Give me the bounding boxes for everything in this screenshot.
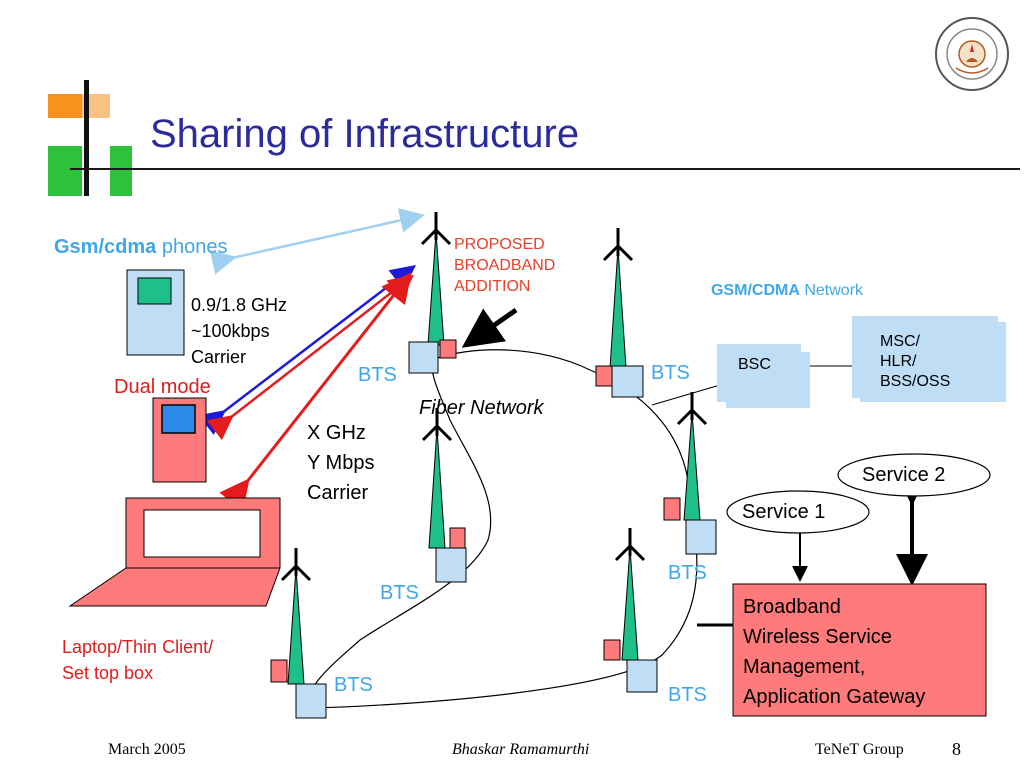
orange-block: [48, 94, 82, 118]
laptop-label-line: Laptop/Thin Client/: [62, 637, 214, 657]
msc-label-line: HLR/: [880, 353, 917, 370]
gateway-label: Broadband Wireless Service Management, A…: [743, 592, 925, 712]
fiber-bsc-link: [651, 384, 721, 406]
laptop-label-line: Set top box: [62, 663, 154, 683]
proposed-label-line: ADDITION: [454, 278, 531, 295]
bsc-label: BSC: [738, 356, 771, 373]
tower-bottom-right: [603, 528, 658, 693]
bsc-box: [717, 344, 801, 402]
msc-label: MSC/ HLR/ BSS/OSS: [880, 332, 950, 392]
tower-mid-right: [663, 392, 717, 555]
msc-box: [852, 316, 998, 398]
tower-proposed: [408, 212, 457, 374]
iit-logo: [934, 16, 1010, 92]
gateway-label-line: Wireless Service: [743, 626, 892, 648]
tower-bottom-left: [270, 548, 327, 719]
fiber-network-label: Fiber Network: [419, 397, 544, 419]
laptop-red-link: [219, 272, 412, 512]
gsm-phones-heading-bold: Gsm/cdma: [54, 236, 157, 258]
dual-mode-phone: [152, 397, 207, 483]
service1-ellipse: [726, 490, 870, 534]
gsm-network-heading-normal: Network: [799, 282, 864, 299]
bts-label: BTS: [358, 364, 397, 386]
bts-label: BTS: [651, 362, 690, 384]
title-vertical-bar: [84, 80, 89, 196]
proposed-label: PROPOSED BROADBAND ADDITION: [454, 234, 555, 297]
gsm-carrier-label: 0.9/1.8 GHz ~100kbps Carrier: [191, 292, 287, 370]
page-number: 8: [952, 739, 961, 759]
bts-label: BTS: [668, 562, 707, 584]
dual-mode-label: Dual mode: [114, 376, 211, 398]
green-block-right: [110, 146, 132, 196]
broadband-carrier-label: X GHz Y Mbps Carrier: [307, 418, 374, 508]
gsm-phone: [126, 269, 185, 356]
gsm-network-heading: GSM/CDMA Network: [711, 282, 863, 300]
footer-date: March 2005: [108, 741, 186, 758]
proposed-arrow: [461, 307, 518, 348]
broadband-carrier-line: Carrier: [307, 482, 369, 504]
service2-label: Service 2: [862, 464, 946, 486]
msc-label-line: BSS/OSS: [880, 373, 951, 390]
green-block: [48, 146, 82, 196]
title-rule: [70, 168, 1020, 170]
gsm-phone-link: [209, 208, 425, 275]
bts-label: BTS: [380, 582, 419, 604]
laptop: [68, 497, 281, 607]
proposed-label-line: BROADBAND: [454, 257, 556, 274]
gsm-phones-heading-normal: phones: [156, 236, 228, 258]
gsm-carrier-line: Carrier: [191, 347, 247, 367]
broadband-carrier-line: X GHz: [307, 422, 366, 444]
gateway-label-line: Application Gateway: [743, 686, 926, 708]
broadband-carrier-line: Y Mbps: [307, 452, 375, 474]
proposed-label-line: PROPOSED: [454, 236, 545, 253]
gateway-label-line: Broadband: [743, 596, 841, 618]
gsm-carrier-line: 0.9/1.8 GHz: [191, 295, 288, 315]
slide-title: Sharing of Infrastructure: [150, 112, 580, 156]
tower-top-right: [595, 228, 644, 398]
gsm-network-heading-bold: GSM/CDMA: [711, 282, 800, 299]
fiber-network-loop: [309, 349, 698, 709]
service1-label: Service 1: [742, 501, 826, 523]
gsm-phones-heading: Gsm/cdma phones: [54, 236, 227, 259]
gateway-label-line: Management,: [743, 656, 866, 678]
msc-label-line: MSC/: [880, 333, 920, 350]
service2-ellipse: [837, 453, 991, 497]
bts-label: BTS: [334, 674, 373, 696]
gsm-carrier-line: ~100kbps: [191, 321, 270, 341]
footer-group: TeNeT Group: [815, 741, 904, 758]
bts-label: BTS: [668, 684, 707, 706]
tower-center: [421, 408, 467, 583]
gateway-box: [732, 583, 987, 717]
laptop-label: Laptop/Thin Client/ Set top box: [62, 634, 213, 686]
footer-author: Bhaskar Ramamurthi: [452, 741, 590, 758]
